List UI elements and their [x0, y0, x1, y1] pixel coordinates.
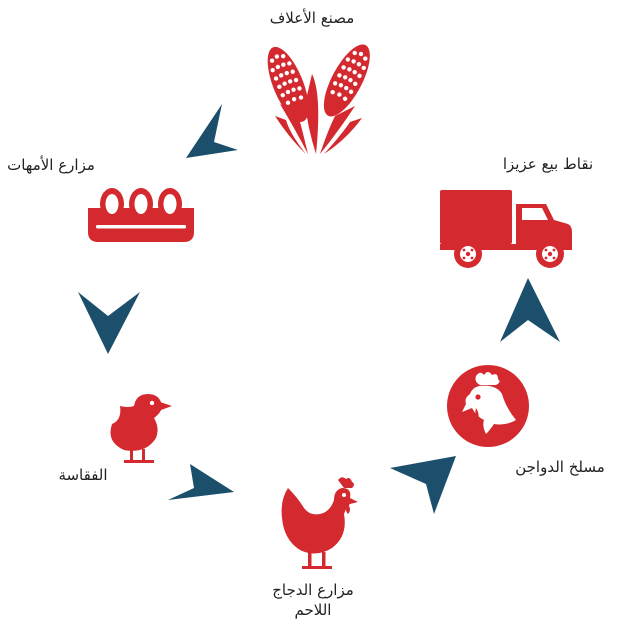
step-label-parent-farms: مزارع الأمهات	[7, 156, 95, 174]
step-label-broiler-farms-line2: اللاحم	[294, 601, 332, 619]
hen-icon	[276, 474, 360, 578]
cycle-arrow-parents-to-hatchery	[78, 292, 140, 354]
step-label-retail: نقاط بيع عزيزا	[502, 155, 594, 173]
cycle-arrow-feed-to-parents	[186, 104, 238, 158]
step-label-broiler-farms-line1: مزارع الدجاج	[272, 581, 354, 599]
cycle-arrow-hatchery-to-broiler	[168, 464, 234, 500]
step-label-feed-mill: مصنع الأعلاف	[269, 9, 355, 27]
cycle-arrow-slaughter-to-retail	[500, 278, 560, 342]
cycle-arrow-broiler-to-slaughter	[390, 456, 456, 514]
step-label-slaughterhouse: مسلخ الدواجن	[515, 458, 605, 476]
chick-icon	[100, 390, 180, 469]
eggs-tray-icon	[86, 186, 196, 248]
delivery-truck-icon	[438, 186, 574, 274]
rooster-head-icon	[446, 364, 530, 452]
corn-icon	[250, 34, 380, 163]
step-label-hatchery: الفقاسة	[58, 466, 108, 484]
